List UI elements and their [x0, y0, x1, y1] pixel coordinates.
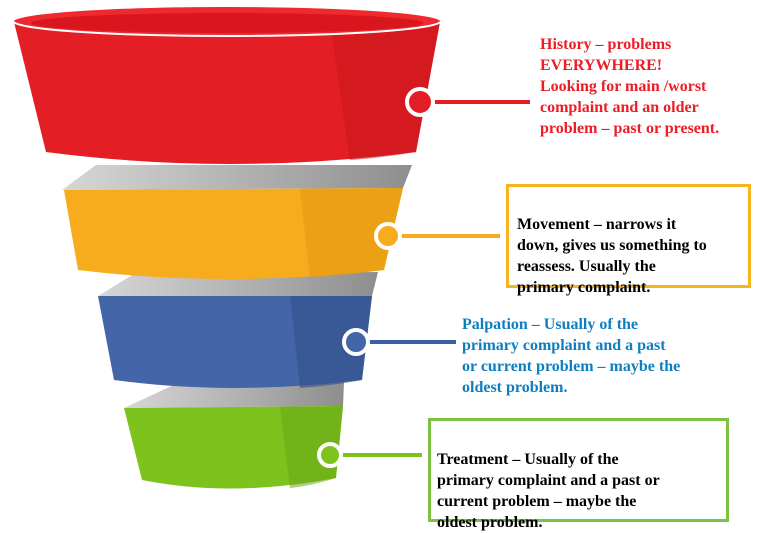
- palpation-description: Palpation – Usually of the primary compl…: [462, 316, 681, 396]
- connector-dot-treatment: [317, 442, 343, 468]
- funnel-layer-history-shade: [330, 22, 440, 160]
- funnel-layer-history: [14, 22, 440, 164]
- funnel-rim-inner: [31, 13, 423, 33]
- connector-dot-history: [405, 87, 435, 117]
- funnel-layer-movement-shade: [300, 188, 403, 278]
- funnel-spiral-band-3: [124, 382, 344, 408]
- history-description: History – problems EVERYWHERE! Looking f…: [540, 36, 720, 137]
- funnel-spiral-band-2: [98, 272, 378, 296]
- treatment-description-box: Treatment – Usually of the primary compl…: [428, 418, 729, 531]
- connector-dot-movement: [374, 222, 402, 250]
- funnel-layer-palpation-shade: [290, 296, 372, 388]
- connector-dot-palpation: [342, 328, 370, 356]
- treatment-description: Treatment – Usually of the primary compl…: [437, 451, 660, 531]
- movement-description-box: Movement – narrows it down, gives us som…: [506, 184, 751, 296]
- movement-description: Movement – narrows it down, gives us som…: [517, 216, 707, 296]
- funnel-spiral-band-1: [62, 165, 412, 190]
